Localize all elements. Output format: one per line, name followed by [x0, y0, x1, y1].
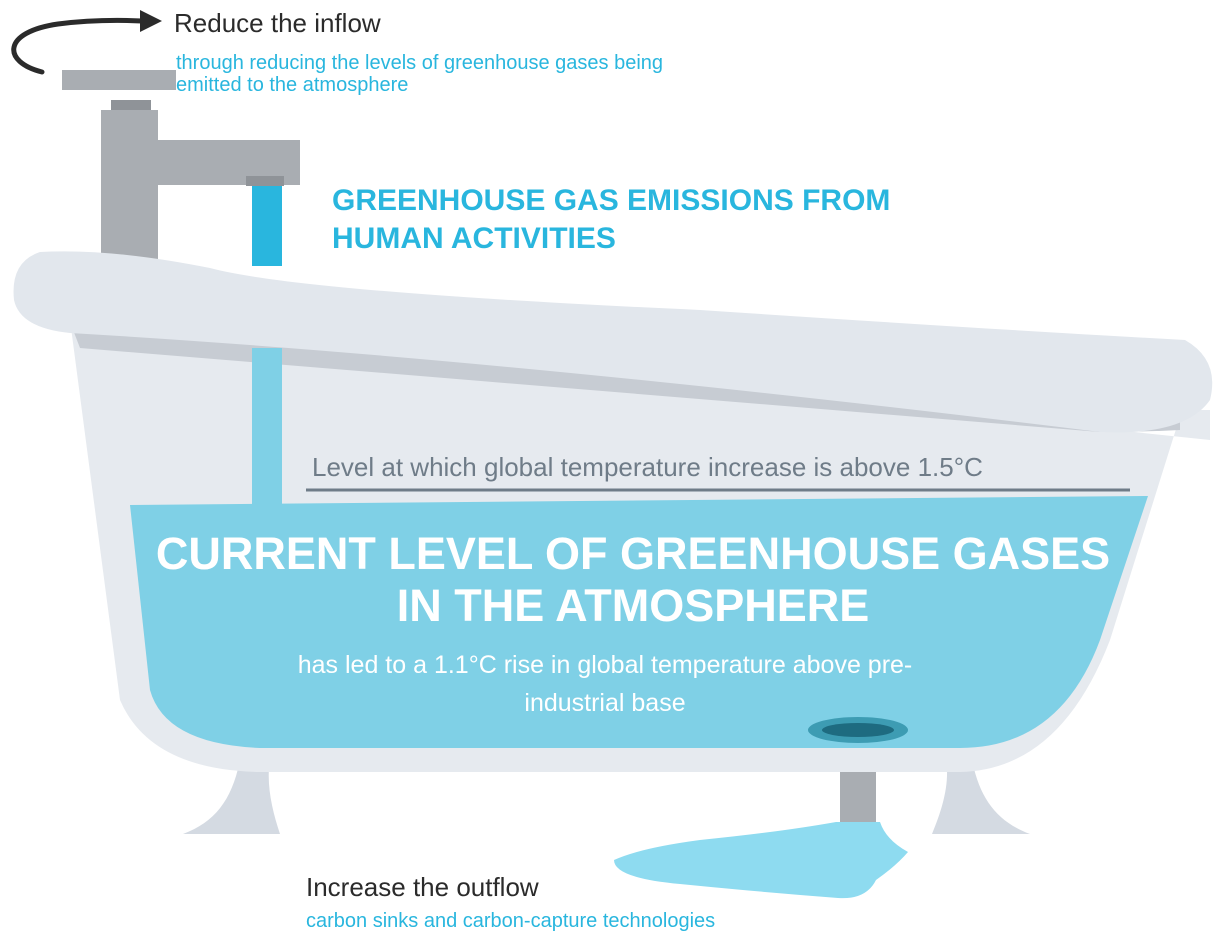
tap-icon — [62, 70, 300, 260]
emissions-label: GREENHOUSE GAS EMISSIONS FROM HUMAN ACTI… — [332, 184, 891, 255]
inflow-title: Reduce the inflow — [174, 8, 381, 38]
rotate-arrow-icon — [11, 10, 162, 75]
water-stream-inner — [252, 348, 282, 506]
outflow-subtitle: carbon sinks and carbon-capture technolo… — [306, 910, 716, 932]
outflow-title: Increase the outflow — [306, 872, 539, 902]
current-level-subtitle: has led to a 1.1°C rise in global temper… — [297, 651, 913, 717]
tub-foot-left — [183, 760, 280, 834]
drain-icon — [808, 717, 908, 743]
tub-foot-right — [932, 760, 1030, 834]
current-level-title: CURRENT LEVEL OF GREENHOUSE GASES IN THE… — [155, 528, 1111, 631]
drain-pipe — [840, 772, 876, 822]
inflow-subtitle: through reducing the levels of greenhous… — [176, 52, 664, 96]
bathtub-rim — [13, 251, 1213, 433]
outflow-puddle — [614, 822, 908, 899]
water-stream — [252, 186, 282, 266]
threshold-label: Level at which global temperature increa… — [312, 452, 983, 482]
water-level — [130, 496, 1148, 748]
